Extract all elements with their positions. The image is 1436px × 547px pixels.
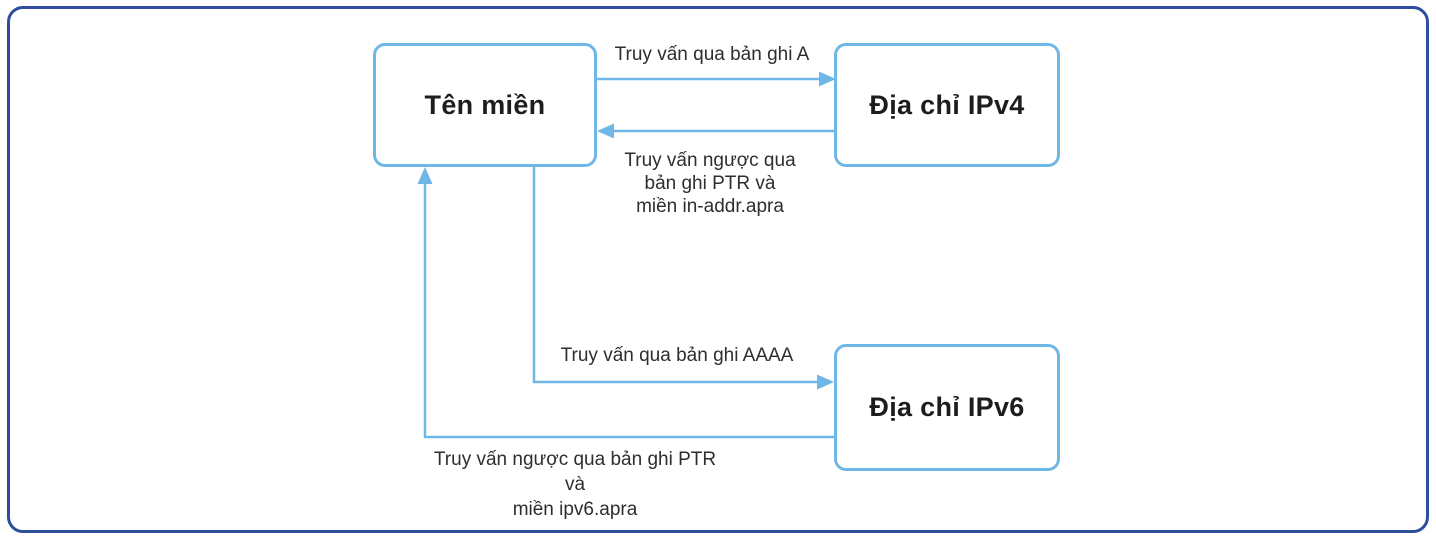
node-domain-name: Tên miền <box>373 43 597 167</box>
node-ipv6-address: Địa chỉ IPv6 <box>834 344 1060 471</box>
diagram-frame <box>7 6 1429 533</box>
edge-label-ptr6-return: Truy vấn ngược qua bản ghi PTR và miền i… <box>433 449 717 520</box>
arrowhead-aaaa-query <box>817 374 834 390</box>
arrow-aaaa-query <box>532 167 818 384</box>
arrowhead-ptr4-return <box>597 123 614 139</box>
edge-label-aaaa-query: Truy vấn qua bản ghi AAAA <box>560 345 794 366</box>
edge-label-a-query: Truy vấn qua bản ghi A <box>614 44 810 65</box>
arrowhead-ptr6-return <box>417 167 433 184</box>
arrow-ptr6-return <box>423 184 834 439</box>
edge-label-ptr4-return: Truy vấn ngược qua bản ghi PTR và miền i… <box>624 150 796 217</box>
node-ipv4-address: Địa chỉ IPv4 <box>834 43 1060 167</box>
arrowhead-a-query <box>819 71 836 87</box>
